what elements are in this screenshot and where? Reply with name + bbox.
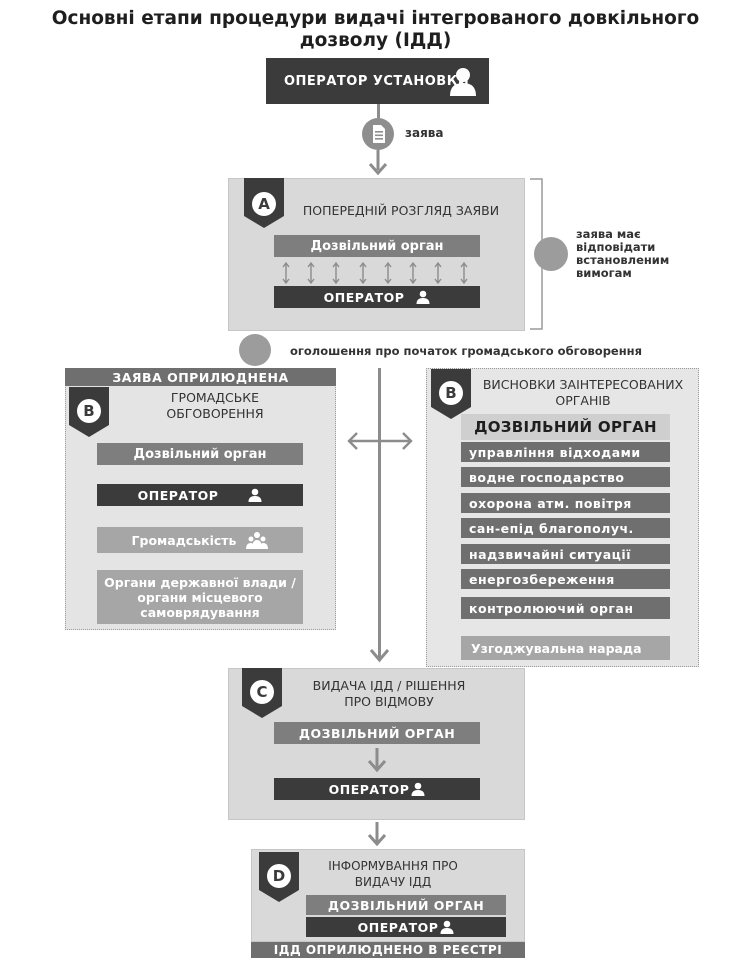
user-icon (416, 290, 430, 304)
stage-b-left-operator: ОПЕРАТОР (97, 484, 303, 506)
stage-b-left-organ: Дозвільний орган (97, 443, 303, 465)
stage-d-organ: ДОЗВІЛЬНИЙ ОРГАН (306, 895, 506, 915)
page-title: Основні етапи процедури видачі інтегрова… (51, 8, 700, 51)
arrow-down-icon (369, 649, 390, 663)
stage-b-right-item: надзвичайні ситуації (461, 544, 670, 564)
stage-d-bar: ІДД ОПРИЛЮДНЕНО В РЕЄСТРІ (251, 942, 525, 958)
group-icon (246, 532, 269, 549)
stage-a-shield: A (244, 178, 284, 228)
stage-b-left-bar: ЗАЯВА ОПРИЛЮДНЕНА (65, 368, 336, 386)
announcement-circle (239, 334, 271, 366)
stage-b-right-item: охорона атм. повітря (461, 493, 670, 513)
stage-a-note-circle (534, 237, 568, 271)
arrow-down-icon (368, 150, 388, 176)
operator-top-label: ОПЕРАТОР УСТАНОВКИ (284, 73, 470, 89)
stage-d-letter: D (272, 867, 286, 885)
stage-d-shield: D (259, 852, 299, 902)
arrow-down-icon (367, 822, 387, 847)
stage-c-operator-label: ОПЕРАТОР (328, 781, 410, 797)
stage-b-left-public-label: Громадськість (131, 532, 237, 548)
center-flow-line (378, 368, 381, 658)
stage-a-operator: ОПЕРАТОР (274, 286, 480, 308)
stage-b-right-item: водне господарство (461, 467, 670, 487)
user-icon (440, 920, 454, 934)
exchange-arrows-icon (282, 261, 468, 285)
zayava-label: заява (405, 126, 444, 140)
user-icon (248, 488, 262, 502)
stage-b-left-operator-label: ОПЕРАТОР (137, 487, 219, 503)
stage-b-right-item: сан-епід благополуч. (461, 518, 670, 538)
operator-top-box: ОПЕРАТОР УСТАНОВКИ (266, 58, 489, 104)
stage-c-organ: ДОЗВІЛЬНИЙ ОРГАН (274, 722, 480, 744)
stage-d-title: ІНФОРМУВАННЯ ПРО ВИДАЧУ ІДД (328, 859, 458, 889)
stage-b-left-letter: B (83, 402, 95, 420)
stage-b-right-meeting: Узгоджувальна нарада (461, 636, 670, 660)
user-icon (450, 68, 476, 96)
stage-b-right-letter: B (445, 384, 457, 402)
stage-b-right-organ: ДОЗВІЛЬНИЙ ОРГАН (461, 414, 670, 440)
stage-c-letter: C (256, 683, 268, 701)
bidirectional-arrow-icon (347, 432, 413, 450)
stage-b-right-item: енергозбереження (461, 569, 670, 589)
stage-b-left-title: ГРОМАДСЬКЕ ОБГОВОРЕННЯ (166, 390, 264, 421)
stage-d-operator: ОПЕРАТОР (306, 917, 506, 937)
stage-b-left-authorities: Органи державної влади / органи місцевог… (97, 570, 303, 624)
stage-b-right-shield: B (431, 369, 471, 419)
stage-b-right-item: контролюючий орган (461, 597, 670, 619)
stage-a-note: заява має відповідати встановленим вимог… (576, 227, 670, 280)
arrow-down-icon (367, 748, 387, 773)
stage-a-title: ПОПЕРЕДНІЙ РОЗГЛЯД ЗАЯВИ (302, 203, 500, 218)
stage-c-operator: ОПЕРАТОР (274, 778, 480, 800)
stage-a-operator-label: ОПЕРАТОР (323, 289, 405, 305)
announcement-label: оголошення про початок громадського обго… (290, 344, 643, 358)
stage-b-left-public: Громадськість (97, 527, 303, 553)
stage-c-shield: C (242, 668, 282, 718)
stage-a-letter: A (258, 195, 270, 213)
document-icon (362, 118, 394, 150)
stage-b-left-shield: B (69, 387, 109, 437)
stage-b-right-items: управління відходами водне господарство … (461, 440, 670, 620)
stage-c-title: ВИДАЧА ІДД / РІШЕННЯ ПРО ВІДМОВУ (312, 678, 466, 709)
stage-b-right-title: ВИСНОВКИ ЗАІНТЕРЕСОВАНИХ ОРГАНІВ (482, 377, 684, 408)
user-icon (411, 782, 425, 796)
stage-b-right-item: управління відходами (461, 442, 670, 462)
stage-a-organ: Дозвільний орган (274, 235, 480, 257)
stage-d-operator-label: ОПЕРАТОР (357, 919, 439, 935)
